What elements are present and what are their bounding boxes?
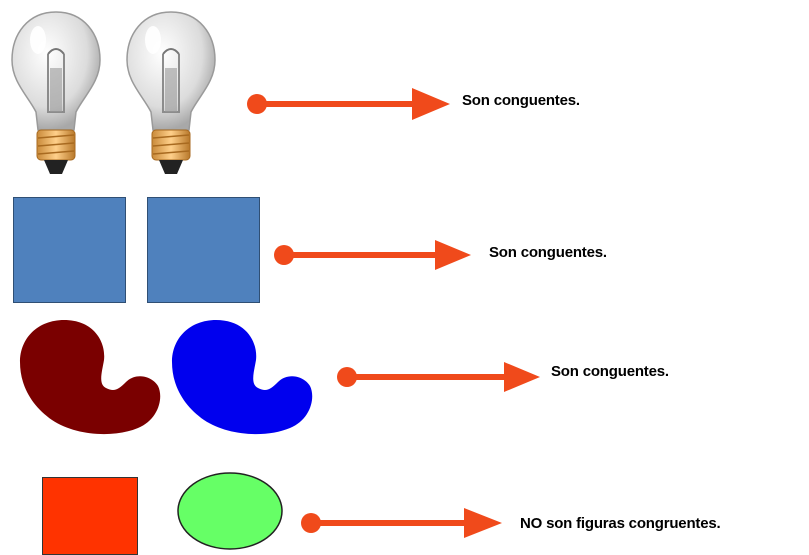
dark-red-blob	[20, 320, 161, 435]
red-square	[42, 477, 138, 555]
blue-blob	[172, 320, 313, 435]
light-bulb-icon	[126, 11, 216, 174]
blue-square	[13, 197, 126, 303]
arrow-icon	[301, 508, 502, 538]
row-2-label: Son conguentes.	[489, 244, 607, 261]
light-bulb-icon	[11, 11, 101, 174]
arrow-icon	[247, 88, 450, 120]
arrow-icon	[337, 362, 540, 392]
blue-square	[147, 197, 260, 303]
green-ellipse	[177, 472, 283, 550]
row-blue-squares: Son conguentes.	[0, 185, 809, 310]
row-4-label: NO son figuras congruentes.	[520, 515, 721, 532]
row-3-label: Son conguentes.	[551, 363, 669, 380]
row-square-ellipse: NO son figuras congruentes.	[0, 435, 809, 555]
row-light-bulbs: Son conguentes.	[0, 0, 809, 185]
row-blobs: Son conguentes.	[0, 310, 809, 435]
row-1-label: Son conguentes.	[462, 92, 580, 109]
arrow-icon	[274, 240, 471, 270]
